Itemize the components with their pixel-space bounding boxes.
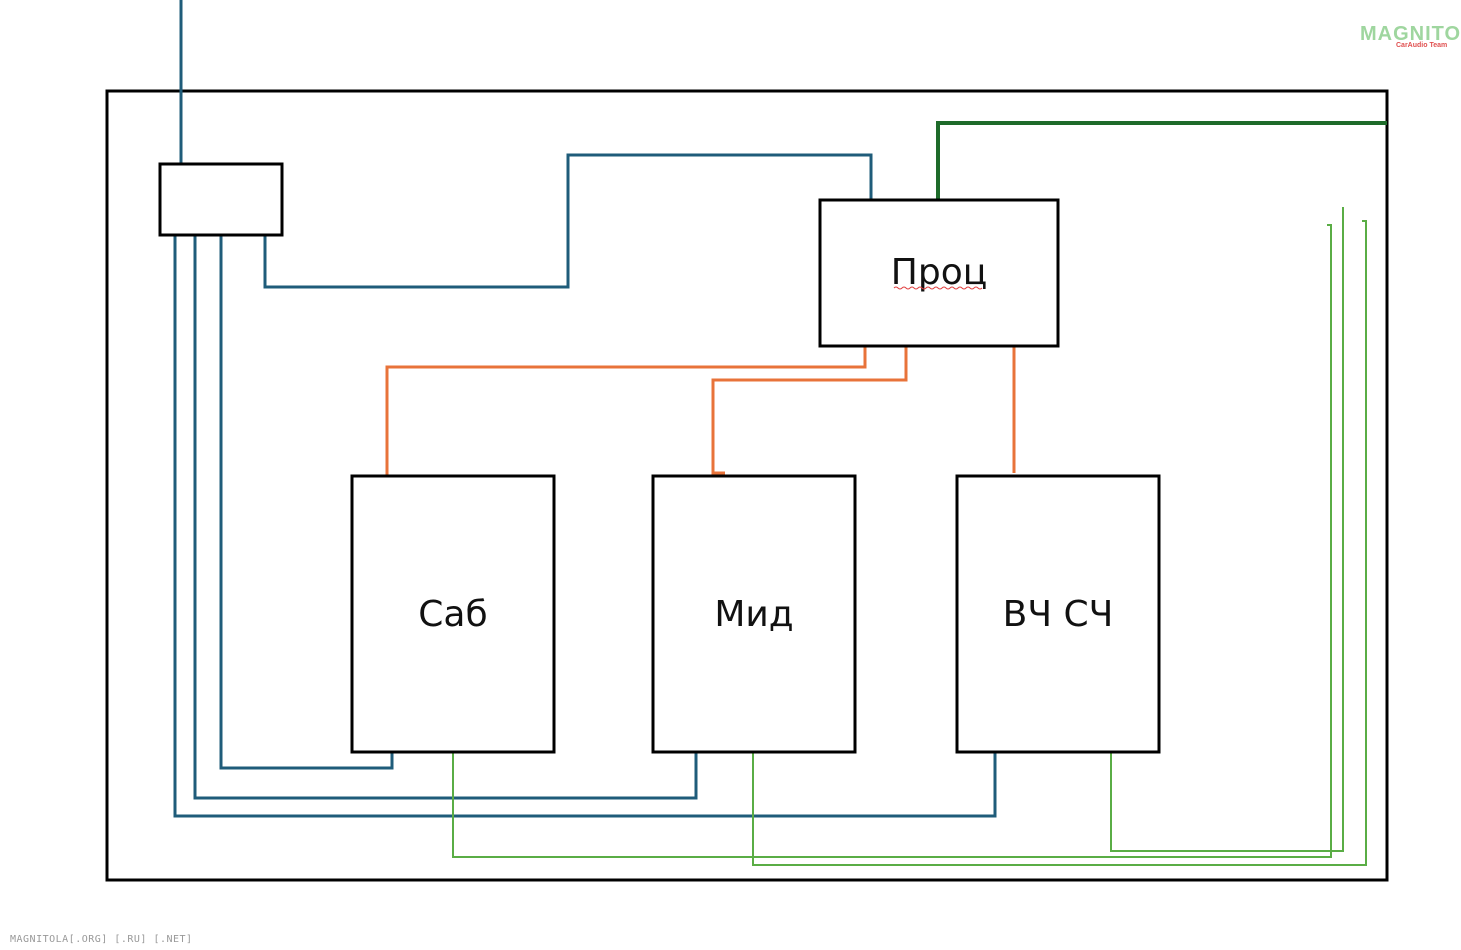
sub-signal-line — [385, 346, 867, 476]
mid-amp-label: Мид — [714, 594, 793, 635]
sub-amp-box — [350, 474, 556, 754]
proc-power-line — [263, 153, 873, 289]
spellcheck-underline — [893, 286, 983, 290]
hf-amp-label: ВЧ СЧ — [1003, 594, 1114, 635]
mid-power-line — [193, 235, 698, 800]
magnitola-logo: MAGNITOLA CarAudio Team — [1360, 23, 1461, 49]
signal-wires — [385, 346, 1016, 476]
distribution-block — [158, 162, 284, 237]
hf-power-line — [173, 235, 997, 818]
footer-watermark: MAGNITOLA[.ORG] [.RU] [.NET] — [10, 934, 193, 945]
enclosure-frame — [105, 89, 1389, 882]
sub-speaker-line — [452, 224, 1332, 858]
hf-amp-box — [955, 474, 1161, 754]
mid-speaker-line — [752, 220, 1367, 866]
hf-speaker-line — [1110, 207, 1344, 852]
mid-signal-line — [711, 346, 908, 475]
power-wires — [173, 0, 997, 818]
sub-power-line — [219, 235, 394, 770]
sub-amp-label: Саб — [418, 594, 487, 635]
processor-label: Проц — [891, 252, 987, 293]
processor-box — [818, 198, 1060, 348]
logo-brand: MAGNITOLA — [1360, 23, 1461, 45]
mid-amp-box — [651, 474, 857, 754]
speaker-wires — [452, 207, 1367, 866]
remote-wire — [936, 121, 1387, 200]
logo-team: CarAudio Team — [1396, 42, 1447, 49]
